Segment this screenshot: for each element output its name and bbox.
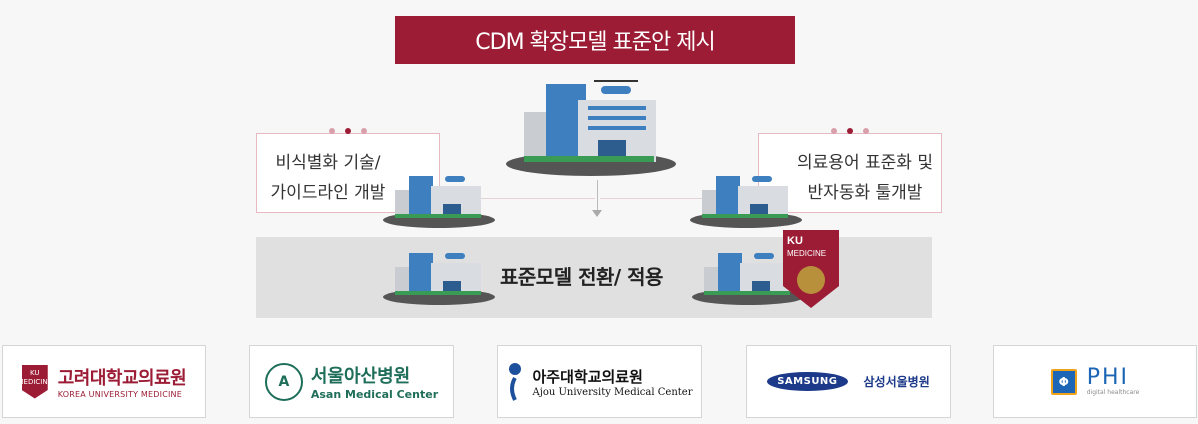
logo-name-en: Ajou University Medical Center [532, 386, 693, 398]
logo-name-en: Asan Medical Center [310, 388, 439, 401]
arrow-line [597, 180, 598, 210]
band-label: 표준모델 전환/ 적용 [500, 265, 663, 289]
connector-right [600, 198, 780, 199]
hospital-building-icon [383, 253, 495, 305]
phi-logo-icon: Φ [1050, 368, 1077, 395]
logo-name-en: KOREA UNIVERSITY MEDICINE [57, 390, 182, 399]
ajou-logo-icon [508, 362, 521, 401]
diagram-title: CDM 확장모델 표준안 제시 [395, 16, 795, 64]
connector-left [405, 198, 595, 199]
card-text: 의료용어 표준화 및 반자동화 툴개발 [789, 148, 941, 208]
card-terminology: 의료용어 표준화 및 반자동화 툴개발 [758, 128, 942, 213]
logo-name-ko: 서울아산병원 [310, 366, 411, 387]
logo-name: PHI [1086, 365, 1130, 390]
logo-samsung-medical-center: SAMSUNG 삼성서울병원 [746, 345, 951, 418]
logo-ajou-university-medical-center: 아주대학교의료원 Ajou University Medical Center [497, 345, 702, 418]
logo-asan-medical-center: A 서울아산병원 Asan Medical Center [249, 345, 454, 418]
card-line: 비식별화 기술/ [275, 153, 381, 173]
logo-name-ko: 고려대학교의료원 [57, 368, 187, 389]
logo-korea-university-medicine: KU MEDICINE 고려대학교의료원 KOREA UNIVERSITY ME… [2, 345, 206, 418]
card-dots [759, 128, 941, 134]
arrow-down-icon [592, 210, 602, 217]
asan-logo-icon: A [264, 362, 303, 401]
card-line: 의료용어 표준화 및 [797, 153, 933, 173]
logo-name-ko: 아주대학교의료원 [532, 367, 643, 386]
hospital-building-icon [506, 80, 676, 176]
card-line: 반자동화 툴개발 [807, 183, 923, 203]
ku-medicine-badge-icon: KU MEDICINE [783, 230, 839, 308]
card-dots [257, 128, 439, 134]
logo-name-ko: 삼성서울병원 [863, 375, 930, 389]
logo-phi-digital-healthcare: Φ PHI digital healthcare [993, 345, 1197, 418]
card-line: 가이드라인 개발 [270, 183, 386, 203]
hospital-building-icon [692, 253, 804, 305]
badge-line: KU [787, 235, 803, 247]
badge-line: MEDICINE [787, 249, 826, 258]
hospital-building-icon [690, 176, 802, 228]
logo-subtitle: digital healthcare [1086, 389, 1140, 396]
card-text: 비식별화 기술/ 가이드라인 개발 [257, 148, 399, 208]
ku-logo-icon: KU MEDICINE [21, 364, 48, 399]
hospital-building-icon [383, 176, 495, 228]
samsung-logo-icon: SAMSUNG [767, 372, 848, 391]
